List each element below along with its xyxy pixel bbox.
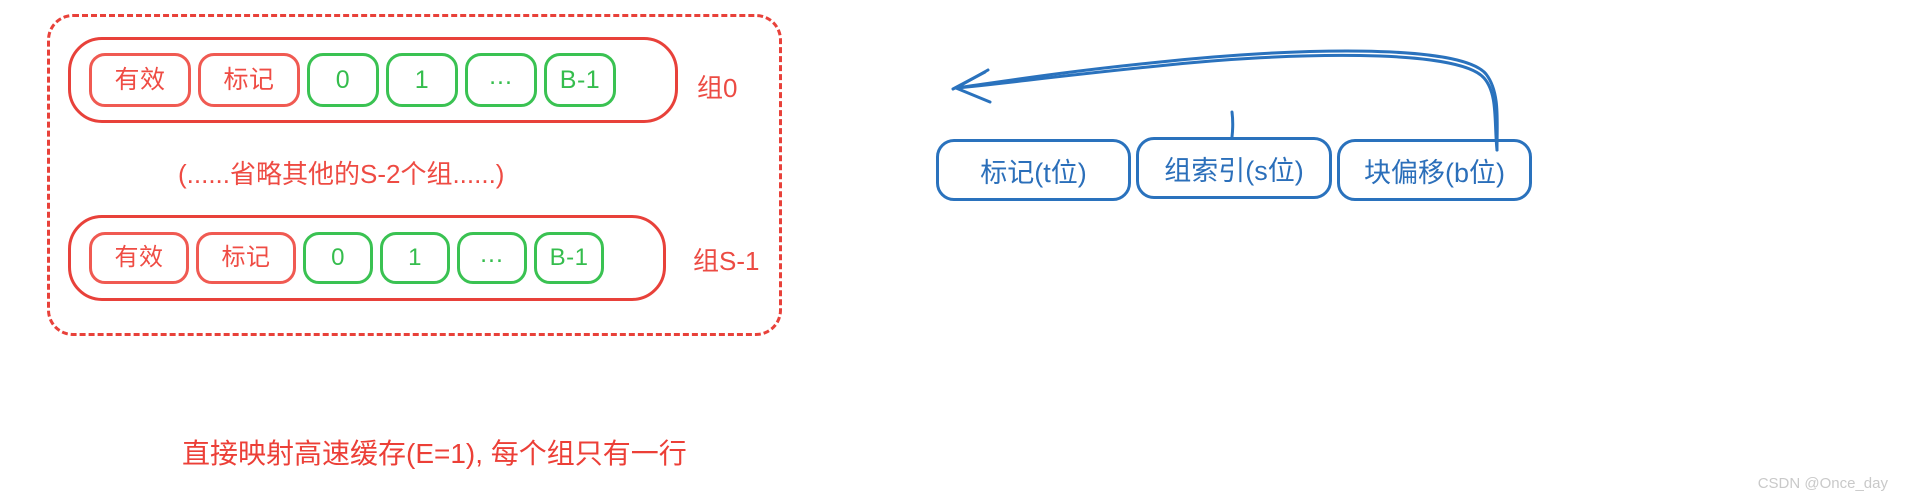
block-byte-last-cell: B-1	[534, 232, 604, 284]
address-field-tag: 标记(t位)	[936, 139, 1131, 201]
block-byte-0-cell: 0	[307, 53, 379, 107]
tag-cell: 标记	[198, 53, 300, 107]
set-s-1-label: 组S-1	[693, 246, 760, 276]
tag-cell: 标记	[196, 232, 296, 284]
block-byte-1-cell: 1	[380, 232, 450, 284]
ellipsis-text: ...	[480, 239, 504, 268]
watermark: CSDN @Once_day	[1757, 475, 1888, 492]
ellipsis-text: ...	[489, 61, 513, 90]
valid-bit-cell: 有效	[89, 53, 191, 107]
block-byte-1-cell: 1	[386, 53, 458, 107]
address-field-set-index: 组索引(s位)	[1136, 137, 1332, 199]
cache-line-cells: 有效 标记 0 1 ... B-1	[71, 53, 616, 107]
valid-bit-cell: 有效	[89, 232, 189, 284]
set-0-label: 组0	[697, 73, 738, 103]
block-byte-0-cell: 0	[303, 232, 373, 284]
elided-sets-note: (......省略其他的S-2个组......)	[178, 159, 505, 189]
block-ellipsis-cell: ...	[457, 232, 527, 284]
block-byte-last-cell: B-1	[544, 53, 616, 107]
address-field-block-offset: 块偏移(b位)	[1337, 139, 1532, 201]
block-ellipsis-cell: ...	[465, 53, 537, 107]
diagram-caption: 直接映射高速缓存(E=1), 每个组只有一行	[182, 438, 687, 469]
cache-set-row: 有效 标记 0 1 ... B-1	[68, 215, 666, 301]
cache-boundary	[47, 14, 782, 336]
cache-set-row: 有效 标记 0 1 ... B-1	[68, 37, 678, 123]
cache-line-cells: 有效 标记 0 1 ... B-1	[71, 232, 604, 284]
